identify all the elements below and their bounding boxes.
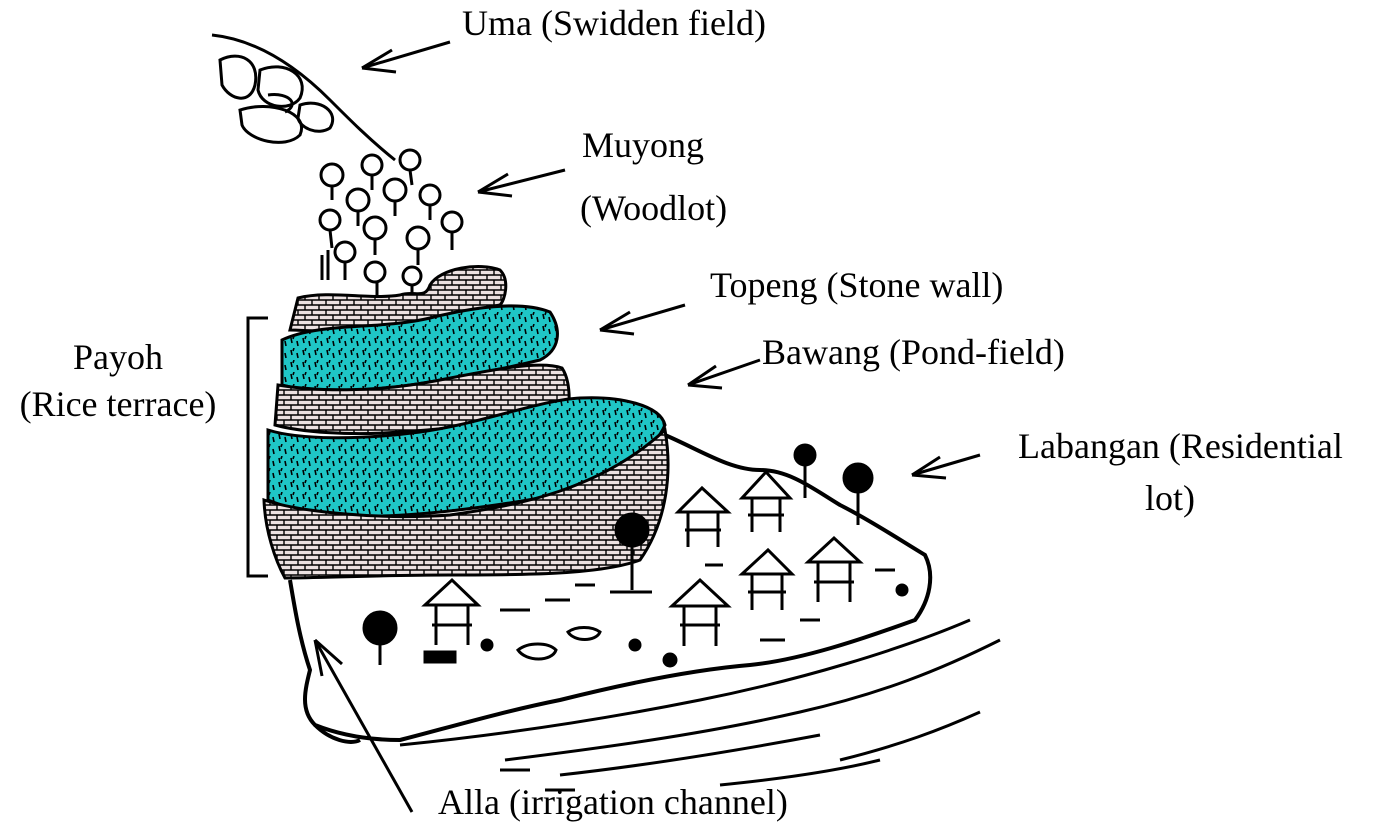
arrow-uma bbox=[361, 40, 451, 74]
house bbox=[804, 535, 864, 602]
muyong-gloss: (Woodlot) bbox=[580, 188, 728, 228]
house bbox=[668, 577, 732, 646]
river-channel bbox=[399, 618, 1001, 792]
bawang-label: Bawang (Pond-field) bbox=[762, 332, 1065, 372]
woodlot-trees bbox=[318, 148, 464, 300]
houses bbox=[421, 469, 864, 646]
alla-label: Alla (irrigation channel) bbox=[438, 782, 788, 822]
rice-terraces bbox=[262, 265, 670, 580]
arrow-alla bbox=[313, 638, 414, 813]
uma-label: Uma (Swidden field) bbox=[462, 3, 766, 43]
arrows bbox=[313, 40, 981, 813]
house bbox=[738, 469, 794, 532]
house bbox=[674, 485, 732, 547]
village-details bbox=[362, 443, 909, 668]
house bbox=[738, 547, 796, 610]
house bbox=[421, 577, 482, 645]
residential-lot bbox=[288, 433, 933, 744]
payoh-gloss: (Rice terrace) bbox=[19, 384, 217, 424]
arrow-topeng bbox=[599, 303, 686, 336]
payoh-bracket bbox=[246, 316, 268, 578]
labangan-label: Labangan (Residential bbox=[1018, 426, 1343, 466]
arrow-bawang bbox=[687, 358, 761, 390]
arrow-labangan bbox=[911, 453, 981, 480]
swidden-field bbox=[211, 33, 396, 162]
arrow-muyong bbox=[477, 168, 566, 198]
topeng-label: Topeng (Stone wall) bbox=[710, 265, 1004, 305]
labangan-label-cont: lot) bbox=[1145, 478, 1195, 518]
payoh-label: Payoh bbox=[73, 337, 163, 377]
muyong-label: Muyong bbox=[582, 125, 705, 165]
